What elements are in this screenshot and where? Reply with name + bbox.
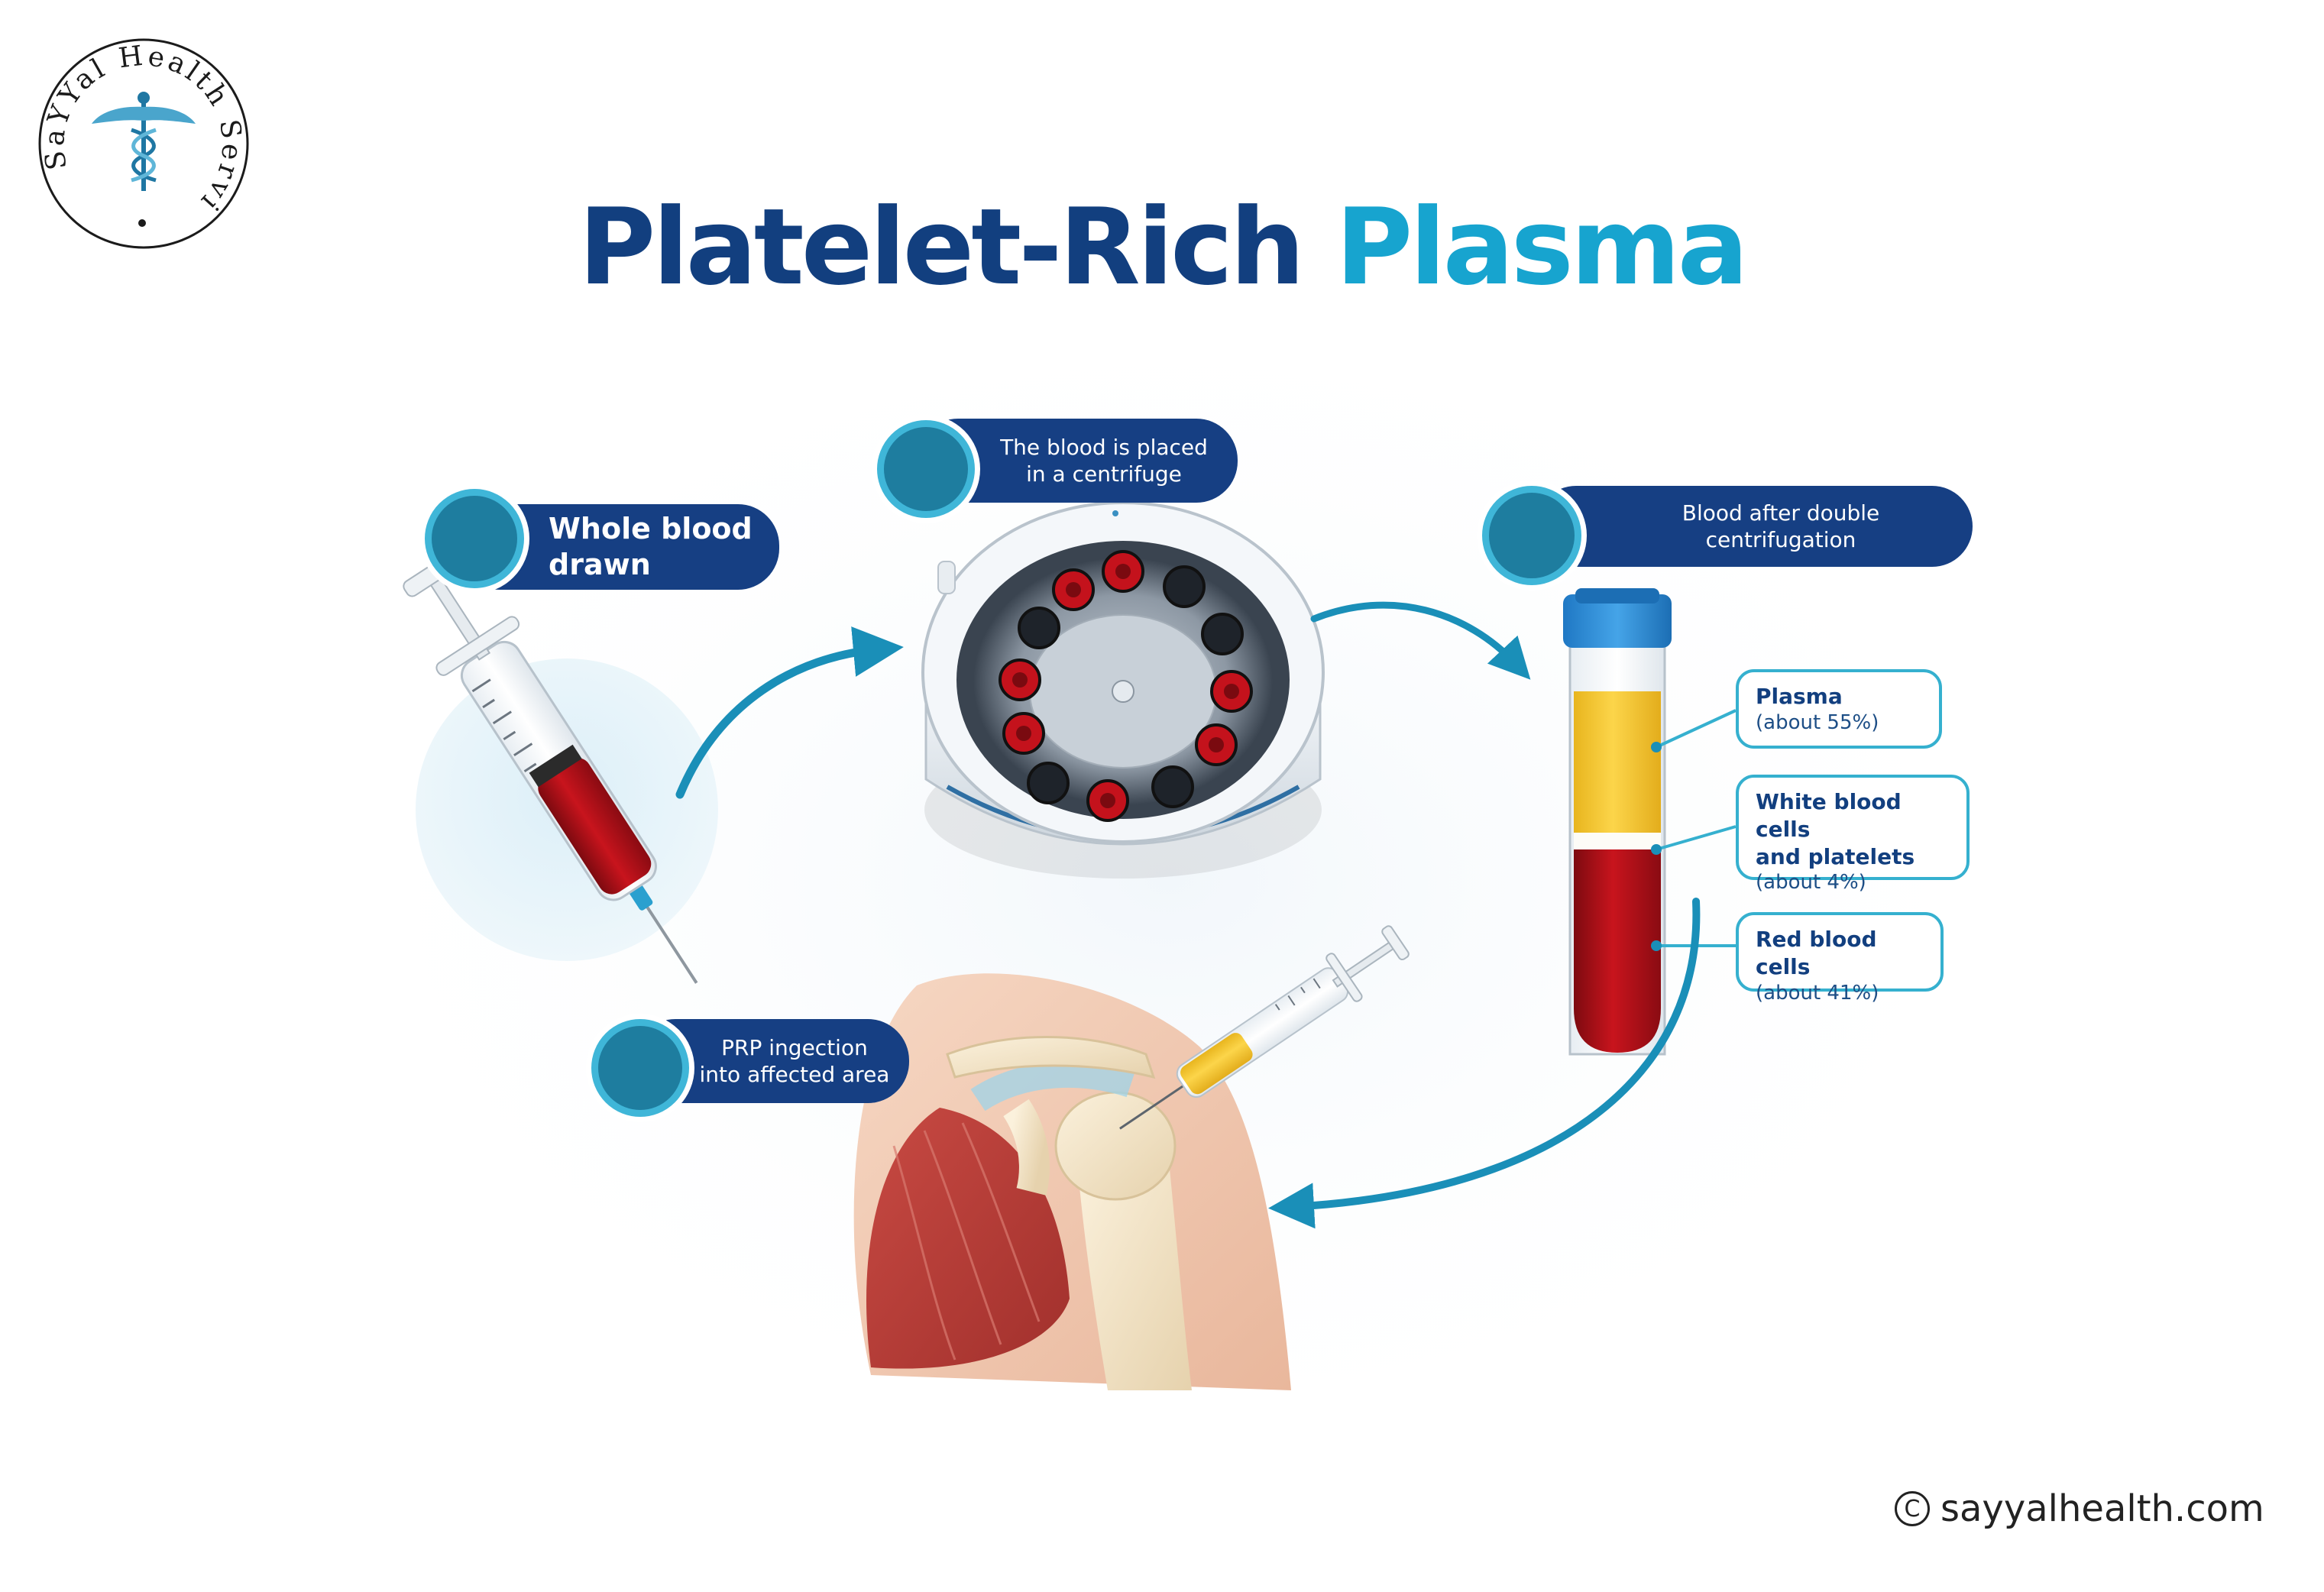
title-part-1: Platelet-Rich	[578, 186, 1305, 309]
layer-white-cells-percent: (about 4%)	[1756, 871, 1866, 895]
prp-syringe	[1119, 925, 1410, 1130]
layer-label-plasma: Plasma (about 55%)	[1736, 669, 1942, 749]
step-1-marker	[425, 489, 524, 588]
website-link[interactable]: sayyalhealth.com	[1940, 1487, 2264, 1530]
step-4-marker	[591, 1019, 689, 1117]
step-double-centrifugation-label: Blood after double centrifugation	[1682, 500, 1880, 552]
step-2-marker	[877, 420, 975, 518]
step-prp-injection-label: PRP ingection into affected area	[699, 1035, 890, 1087]
flow-arrows	[675, 601, 1701, 1229]
layer-red-cells-percent: (about 41%)	[1756, 981, 1879, 1005]
layer-red-cells-name: Red blood cells	[1756, 927, 1877, 979]
step-centrifuge-label: The blood is placed in a centrifuge	[1000, 435, 1208, 487]
step-3-marker	[1482, 486, 1581, 585]
centrifuge	[921, 501, 1325, 879]
copyright: C sayyalhealth.com	[1895, 1487, 2264, 1530]
layer-plasma-name: Plasma	[1756, 684, 1843, 709]
caduceus-icon	[92, 92, 196, 191]
layer-label-red-cells: Red blood cells (about 41%)	[1736, 912, 1944, 1005]
page-title: Platelet-Rich Plasma	[0, 195, 2324, 300]
blood-syringe	[403, 552, 698, 984]
copyright-icon: C	[1895, 1491, 1930, 1526]
title-part-2: Plasma	[1335, 186, 1749, 309]
layer-white-cells-name: White blood cells and platelets	[1756, 789, 1915, 869]
layer-label-white-cells: White blood cells and platelets (about 4…	[1736, 775, 1970, 894]
step-double-centrifugation: Blood after double centrifugation	[1536, 486, 1973, 567]
step-whole-blood-drawn-label: Whole blood drawn	[549, 511, 753, 582]
test-tube	[1563, 588, 1737, 1056]
layer-plasma-percent: (about 55%)	[1756, 710, 1879, 734]
